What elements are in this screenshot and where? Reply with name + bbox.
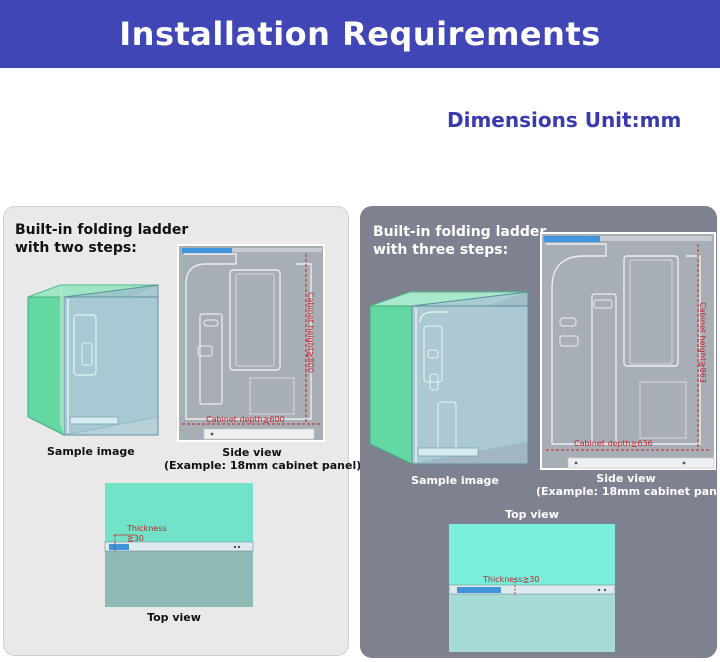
two-step-side-caption-line2: (Example: 18mm cabinet panel) bbox=[164, 459, 362, 472]
two-step-side-view: Cabinet depth≧600 Cabinet height≧800 bbox=[177, 244, 325, 442]
two-step-sample-caption: Sample image bbox=[47, 445, 135, 458]
two-step-title-line2: with two steps: bbox=[15, 240, 137, 256]
three-step-side-view: Cabinet depth≧636 Cabinet height≧863 bbox=[540, 232, 716, 470]
two-step-thickness-label: Thickness bbox=[126, 524, 167, 533]
three-step-height-label: Cabinet height≧863 bbox=[698, 302, 707, 383]
two-step-thickness-value: ≧30 bbox=[127, 534, 144, 543]
two-step-sample-image bbox=[27, 284, 159, 436]
three-step-side-caption-line1: Side view bbox=[596, 472, 656, 485]
three-step-side-caption-line2: (Example: 18mm cabinet panel) bbox=[536, 485, 720, 498]
two-step-depth-label: Cabinet depth≧600 bbox=[206, 415, 285, 424]
three-step-top-view: Thickness≧30 bbox=[448, 524, 616, 652]
three-step-title: Built-in folding ladder with three steps… bbox=[373, 223, 546, 259]
two-step-side-caption: Side view (Example: 18mm cabinet panel) bbox=[164, 446, 362, 472]
two-step-title-line1: Built-in folding ladder bbox=[15, 222, 189, 238]
two-step-top-caption: Top view bbox=[147, 611, 201, 624]
two-step-height-label: Cabinet height≧800 bbox=[306, 292, 315, 373]
three-step-panel: Built-in folding ladder with three steps… bbox=[360, 206, 720, 658]
three-step-depth-label: Cabinet depth≧636 bbox=[574, 439, 653, 448]
three-step-thickness-label: Thickness≧30 bbox=[482, 575, 539, 584]
three-step-sample-image bbox=[369, 291, 529, 465]
two-step-panel: Built-in folding ladder with two steps: … bbox=[3, 206, 362, 656]
units-label: Dimensions Unit:mm bbox=[447, 108, 682, 132]
two-step-top-view: Thickness ≧30 bbox=[104, 483, 254, 607]
three-step-sample-caption: Sample image bbox=[411, 474, 499, 487]
three-step-title-line1: Built-in folding ladder bbox=[373, 224, 547, 240]
three-step-side-caption: Side view (Example: 18mm cabinet panel) bbox=[536, 472, 720, 498]
two-step-title: Built-in folding ladder with two steps: bbox=[15, 221, 188, 257]
page-title: Installation Requirements bbox=[119, 15, 601, 53]
header-banner: Installation Requirements bbox=[0, 0, 720, 68]
two-step-side-caption-line1: Side view bbox=[222, 446, 282, 459]
three-step-top-caption: Top view bbox=[505, 508, 559, 521]
three-step-title-line2: with three steps: bbox=[373, 242, 509, 258]
